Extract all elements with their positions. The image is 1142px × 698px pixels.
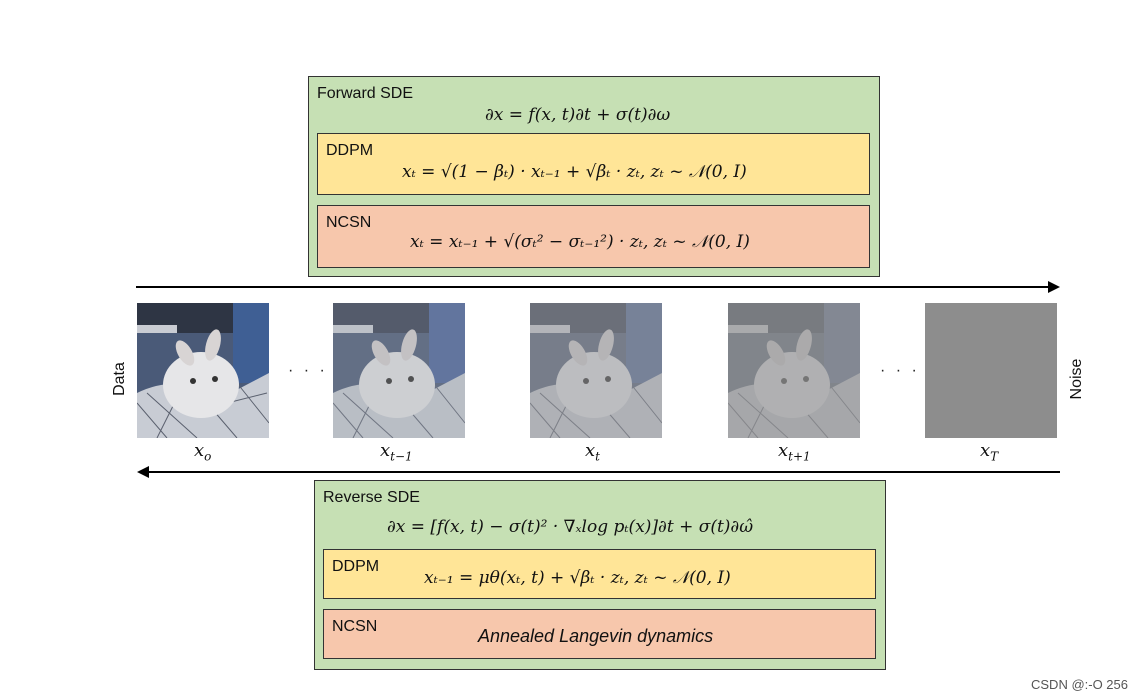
image-xT (925, 303, 1057, 438)
label-xt-base: x (585, 440, 596, 461)
label-xt: xt (585, 440, 600, 464)
forward-sde-panel: Forward SDE ∂x = f(x, t)∂t + σ(t)∂ω DDPM… (308, 76, 880, 277)
forward-ddpm-equation: xₜ = √(1 − βₜ) · xₜ₋₁ + √βₜ · zₜ, zₜ ~ 𝒩… (402, 162, 747, 182)
label-xt-plus-1-base: x (778, 440, 789, 461)
reverse-arrow (137, 466, 1060, 478)
label-xt-plus-1: xt+1 (778, 440, 811, 464)
reverse-ddpm-equation: xₜ₋₁ = μθ(xₜ, t) + √βₜ · zₜ, zₜ ~ 𝒩(0, I… (424, 568, 731, 588)
data-label: Data (111, 362, 128, 396)
reverse-sde-equation: ∂x = [f(x, t) − σ(t)² · ∇ₓlog pₜ(x)]∂t +… (387, 517, 754, 537)
reverse-sde-panel: Reverse SDE ∂x = [f(x, t) − σ(t)² · ∇ₓlo… (314, 480, 886, 670)
label-x0-sub: o (204, 449, 212, 464)
ellipsis-right: · · · (880, 362, 920, 379)
forward-ncsn-box: NCSN xₜ = xₜ₋₁ + √(σₜ² − σₜ₋₁²) · zₜ, zₜ… (317, 205, 870, 268)
label-xt-minus-1-sub: t−1 (390, 449, 413, 464)
label-xT-base: x (980, 440, 991, 461)
reverse-ncsn-label: NCSN (332, 618, 378, 635)
image-xt-plus-1 (728, 303, 860, 438)
noise-label: Noise (1068, 358, 1085, 400)
forward-ncsn-equation: xₜ = xₜ₋₁ + √(σₜ² − σₜ₋₁²) · zₜ, zₜ ~ 𝒩(… (410, 232, 750, 252)
label-xT-sub: T (990, 449, 999, 464)
reverse-ncsn-text: Annealed Langevin dynamics (478, 626, 714, 646)
label-x0-base: x (194, 440, 205, 461)
image-xt-minus-1 (333, 303, 465, 438)
label-xt-sub: t (595, 449, 600, 464)
forward-ddpm-box: DDPM xₜ = √(1 − βₜ) · xₜ₋₁ + √βₜ · zₜ, z… (317, 133, 870, 195)
label-xt-plus-1-sub: t+1 (788, 449, 811, 464)
reverse-ddpm-box: DDPM xₜ₋₁ = μθ(xₜ, t) + √βₜ · zₜ, zₜ ~ 𝒩… (323, 549, 876, 599)
forward-sde-title: Forward SDE (317, 85, 414, 102)
ellipsis-left: · · · (288, 362, 328, 379)
label-xt-minus-1: xt−1 (380, 440, 413, 464)
reverse-ddpm-label: DDPM (332, 558, 380, 575)
forward-ddpm-label: DDPM (326, 142, 374, 159)
reverse-sde-title: Reverse SDE (323, 489, 420, 506)
image-xt (530, 303, 662, 438)
label-x0: xo (194, 440, 211, 464)
label-xT: xT (980, 440, 998, 464)
forward-arrow (136, 281, 1060, 293)
label-xt-minus-1-base: x (380, 440, 391, 461)
reverse-ncsn-box: NCSN Annealed Langevin dynamics (323, 609, 876, 659)
forward-ncsn-label: NCSN (326, 214, 372, 231)
watermark: CSDN @:-O 256 (1031, 677, 1128, 692)
forward-sde-equation: ∂x = f(x, t)∂t + σ(t)∂ω (485, 105, 671, 125)
image-x0 (137, 303, 269, 438)
